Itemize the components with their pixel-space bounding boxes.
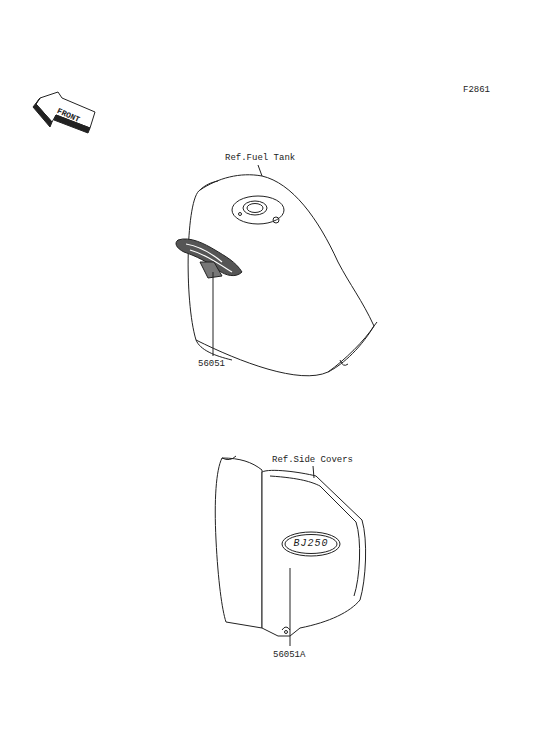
callout-number: 56051 bbox=[197, 360, 226, 369]
emblem-text: BJ250 bbox=[292, 539, 329, 549]
fuel-tank bbox=[176, 175, 377, 376]
reference-label: Ref.Fuel Tank bbox=[224, 154, 296, 163]
callout-number: 56051A bbox=[272, 651, 306, 660]
figure-number: F2861 bbox=[462, 86, 491, 95]
reference-label: Ref.Side Covers bbox=[271, 456, 354, 465]
side-cover-emblem bbox=[282, 532, 340, 556]
front-arrow-symbol bbox=[33, 92, 95, 133]
